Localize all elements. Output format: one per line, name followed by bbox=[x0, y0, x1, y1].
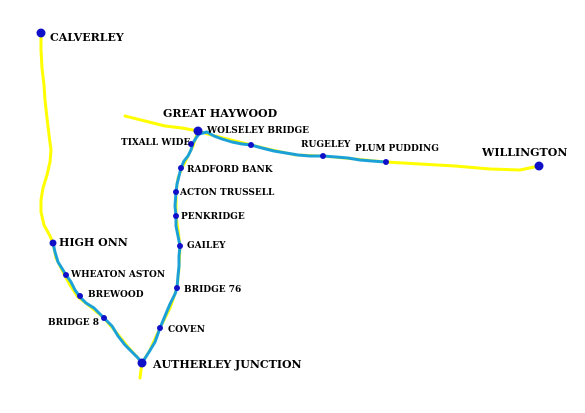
marker-great-haywood bbox=[193, 126, 203, 136]
route-line-radford-tixall bbox=[179, 132, 201, 170]
label-gailey: GAILEY bbox=[187, 241, 226, 251]
marker-rugeley bbox=[320, 153, 326, 159]
label-willington: WILLINGTON bbox=[481, 146, 567, 159]
marker-wolseley-bridge bbox=[248, 142, 254, 148]
label-penkridge: PENKRIDGE bbox=[181, 212, 245, 222]
label-wheaton-aston: WHEATON ASTON bbox=[70, 270, 165, 280]
label-calverley: CALVERLEY bbox=[50, 31, 124, 44]
marker-autherley-junction bbox=[137, 358, 147, 368]
label-tixall-wide: TIXALL WIDE bbox=[121, 138, 190, 148]
label-brewood: BREWOOD bbox=[88, 290, 144, 300]
marker-plum-pudding bbox=[383, 159, 389, 165]
marker-gailey bbox=[177, 243, 183, 249]
label-radford-bank: RADFORD BANK bbox=[187, 165, 274, 175]
marker-radford-bank bbox=[178, 165, 184, 171]
marker-wheaton-aston bbox=[63, 272, 69, 278]
marker-calverley bbox=[36, 28, 46, 38]
label-bridge-8: BRIDGE 8 bbox=[48, 318, 99, 328]
marker-high-onn bbox=[49, 239, 57, 247]
place-labels: CALVERLEY GREAT HAYWOOD TIXALL WIDE WOLS… bbox=[48, 31, 567, 371]
marker-willington bbox=[534, 161, 544, 171]
marker-brewood bbox=[77, 293, 83, 299]
marker-bridge-8 bbox=[101, 315, 107, 321]
canal-line-west-of-great-haywood bbox=[123, 114, 200, 133]
canal-line-calverley-high-onn bbox=[39, 31, 55, 245]
marker-coven bbox=[157, 325, 163, 331]
label-great-haywood: GREAT HAYWOOD bbox=[163, 107, 278, 120]
label-autherley-junction: AUTHERLEY JUNCTION bbox=[152, 358, 302, 371]
label-bridge-76: BRIDGE 76 bbox=[184, 285, 241, 295]
place-markers bbox=[36, 28, 544, 368]
label-wolseley-bridge: WOLSELEY BRIDGE bbox=[206, 126, 309, 136]
label-rugeley: RUGELEY bbox=[301, 140, 351, 150]
label-coven: COVEN bbox=[168, 325, 205, 335]
route-line-high-onn-autherley bbox=[51, 241, 144, 365]
marker-penkridge bbox=[173, 213, 179, 219]
marker-tixall-wide bbox=[188, 141, 194, 147]
label-acton-trussell: ACTON TRUSSELL bbox=[179, 188, 275, 198]
label-high-onn: HIGH ONN bbox=[59, 236, 128, 249]
marker-bridge-76 bbox=[174, 285, 180, 291]
route-line-haywood-plum-pudding bbox=[197, 130, 388, 164]
label-plum-pudding: PLUM PUDDING bbox=[355, 144, 439, 154]
marker-acton-trussell bbox=[173, 189, 179, 195]
